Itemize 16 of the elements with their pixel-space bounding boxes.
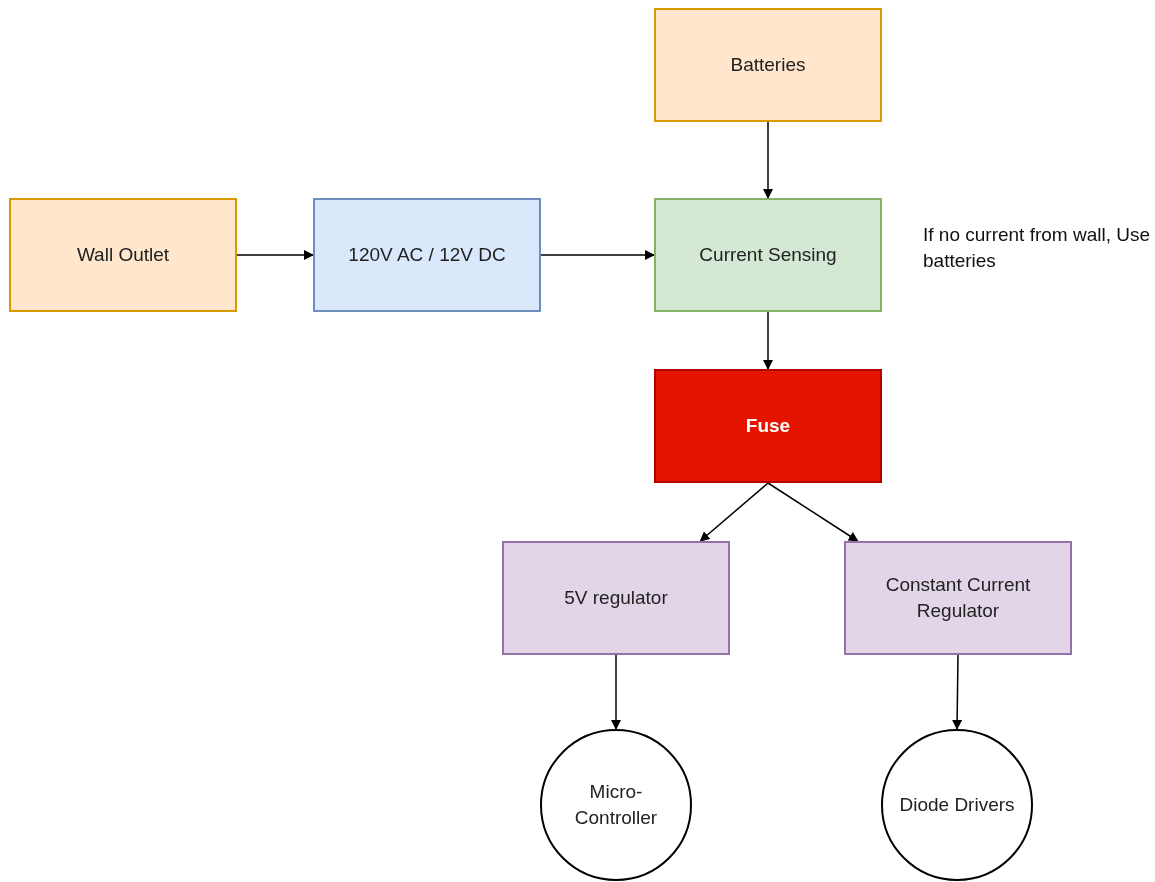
arrow bbox=[236, 250, 314, 260]
arrow bbox=[763, 121, 773, 199]
source-box: Wall Outlet bbox=[9, 198, 237, 312]
regulator-box: 5V regulator bbox=[502, 541, 730, 655]
note-text: If no current from wall, Use batteries bbox=[923, 223, 1152, 273]
converter-box: 120V AC / 12V DC bbox=[313, 198, 541, 312]
arrow bbox=[699, 482, 769, 542]
arrow bbox=[540, 250, 655, 260]
arrow bbox=[611, 654, 621, 730]
fuse-box: Fuse bbox=[654, 369, 882, 483]
regulator-box: Constant Current Regulator bbox=[844, 541, 1072, 655]
process-box: Current Sensing bbox=[654, 198, 882, 312]
arrow bbox=[952, 654, 963, 730]
arrow bbox=[763, 311, 773, 370]
source-box: Batteries bbox=[654, 8, 882, 122]
arrow bbox=[767, 482, 859, 542]
